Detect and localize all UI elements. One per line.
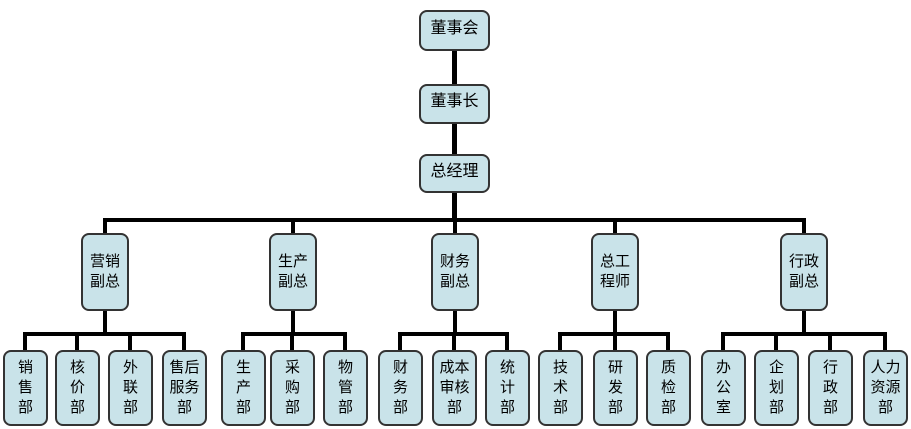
- node-technology-dept: 技 术 部: [538, 350, 583, 426]
- node-chief-engineer: 总工 程师: [591, 233, 639, 311]
- connector-drop-statistics-dept: [505, 336, 509, 350]
- connector-production-group-drop: [291, 311, 295, 332]
- node-finance-vp: 财务 副总: [431, 233, 479, 311]
- node-marketing-vp: 营销 副总: [81, 233, 129, 311]
- node-production-vp: 生产 副总: [269, 233, 317, 311]
- node-statistics-dept: 统 计 部: [485, 350, 530, 426]
- connector-drop-finance-dept: [398, 336, 402, 350]
- connector-drop-external-relations-dept: [128, 336, 132, 350]
- node-quality-inspection-dept: 质 检 部: [646, 350, 691, 426]
- connector-admin-group-drop: [802, 311, 806, 332]
- connector-drop-after-sales-dept: [182, 336, 186, 350]
- connector-drop-production-vp: [291, 222, 295, 233]
- connector-drop-hr-dept: [883, 336, 887, 350]
- node-materials-dept: 物 管 部: [323, 350, 368, 426]
- node-purchasing-dept: 采 购 部: [270, 350, 315, 426]
- node-general-manager: 总经理: [419, 154, 490, 193]
- node-finance-dept: 财 务 部: [378, 350, 423, 426]
- connector-drop-materials-dept: [343, 336, 347, 350]
- node-pricing-dept: 核 价 部: [55, 350, 100, 426]
- connector-board-chairman: [452, 51, 457, 84]
- node-cost-audit-dept: 成本 审核 部: [432, 350, 477, 426]
- connector-gm-mainline: [452, 193, 457, 218]
- connector-marketing-group-drop: [103, 311, 107, 332]
- node-hr-dept: 人力 资源 部: [863, 350, 908, 426]
- connector-drop-administration-dept: [828, 336, 832, 350]
- connector-marketing-groupline: [23, 332, 186, 336]
- node-sales-dept: 销 售 部: [3, 350, 48, 426]
- node-production-dept: 生 产 部: [221, 350, 266, 426]
- node-admin-vp: 行政 副总: [780, 233, 828, 311]
- connector-drop-production-dept: [241, 336, 245, 350]
- connector-drop-cost-audit-dept: [452, 336, 456, 350]
- connector-drop-planning-dept: [774, 336, 778, 350]
- connector-drop-quality-dept: [666, 336, 670, 350]
- node-external-relations-dept: 外 联 部: [108, 350, 153, 426]
- connector-chairman-gm: [452, 124, 457, 154]
- connector-drop-sales-dept: [23, 336, 27, 350]
- connector-engineer-group-drop: [613, 311, 617, 332]
- connector-finance-groupline: [398, 332, 509, 336]
- connector-drop-purchasing-dept: [290, 336, 294, 350]
- connector-drop-finance-vp: [453, 222, 457, 233]
- connector-drop-pricing-dept: [75, 336, 79, 350]
- node-administration-dept: 行 政 部: [808, 350, 853, 426]
- connector-drop-admin-vp: [802, 222, 806, 233]
- node-general-office: 办 公 室: [701, 350, 746, 426]
- node-after-sales-dept: 售后 服务 部: [162, 350, 207, 426]
- connector-drop-marketing-vp: [103, 222, 107, 233]
- node-chairman: 董事长: [419, 84, 490, 124]
- connector-drop-technology-dept: [558, 336, 562, 350]
- connector-finance-group-drop: [453, 311, 457, 332]
- node-board-of-directors: 董事会: [419, 10, 490, 51]
- connector-drop-general-office: [721, 336, 725, 350]
- connector-admin-groupline: [721, 332, 887, 336]
- connector-drop-chief-engineer: [613, 222, 617, 233]
- connector-drop-rd-dept: [613, 336, 617, 350]
- node-planning-dept: 企 划 部: [754, 350, 799, 426]
- connector-engineer-groupline: [558, 332, 670, 336]
- connector-mainline: [103, 218, 806, 222]
- node-rd-dept: 研 发 部: [593, 350, 638, 426]
- connector-production-groupline: [241, 332, 347, 336]
